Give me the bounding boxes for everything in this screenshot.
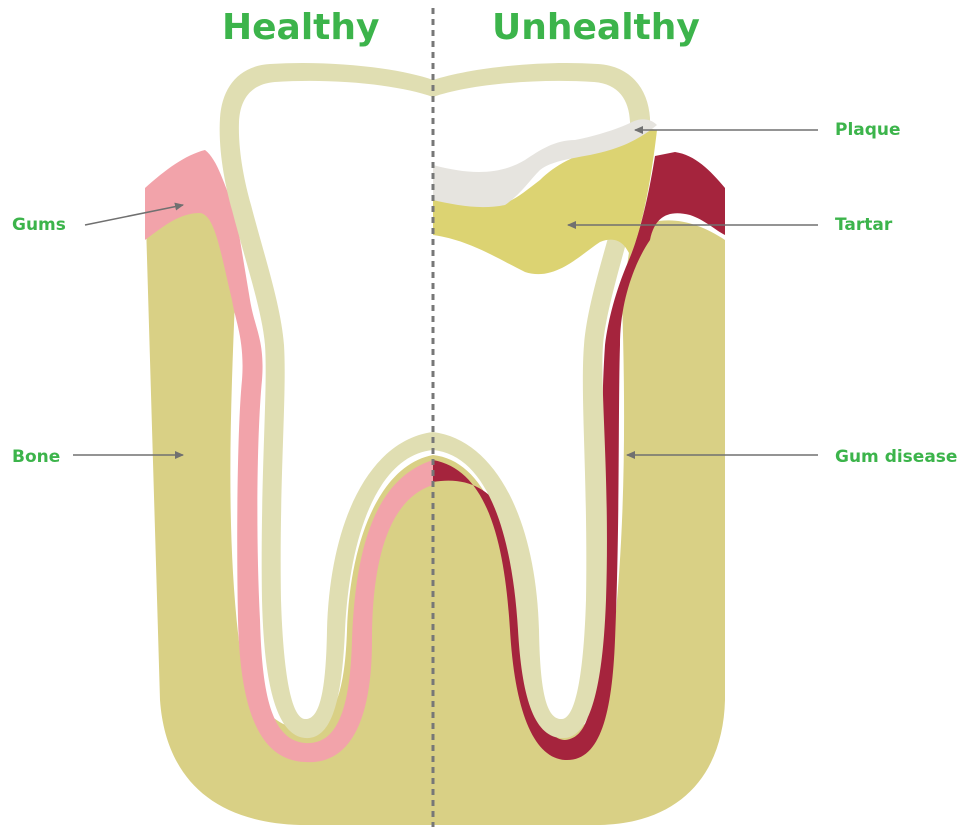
bone-label: Bone	[12, 447, 60, 467]
tartar-label: Tartar	[835, 215, 892, 235]
gums-label: Gums	[12, 215, 66, 235]
unhealthy-heading: Unhealthy	[492, 6, 700, 50]
healthy-heading: Healthy	[222, 6, 379, 50]
plaque-label: Plaque	[835, 120, 901, 140]
gum-disease-label: Gum disease	[835, 447, 957, 467]
